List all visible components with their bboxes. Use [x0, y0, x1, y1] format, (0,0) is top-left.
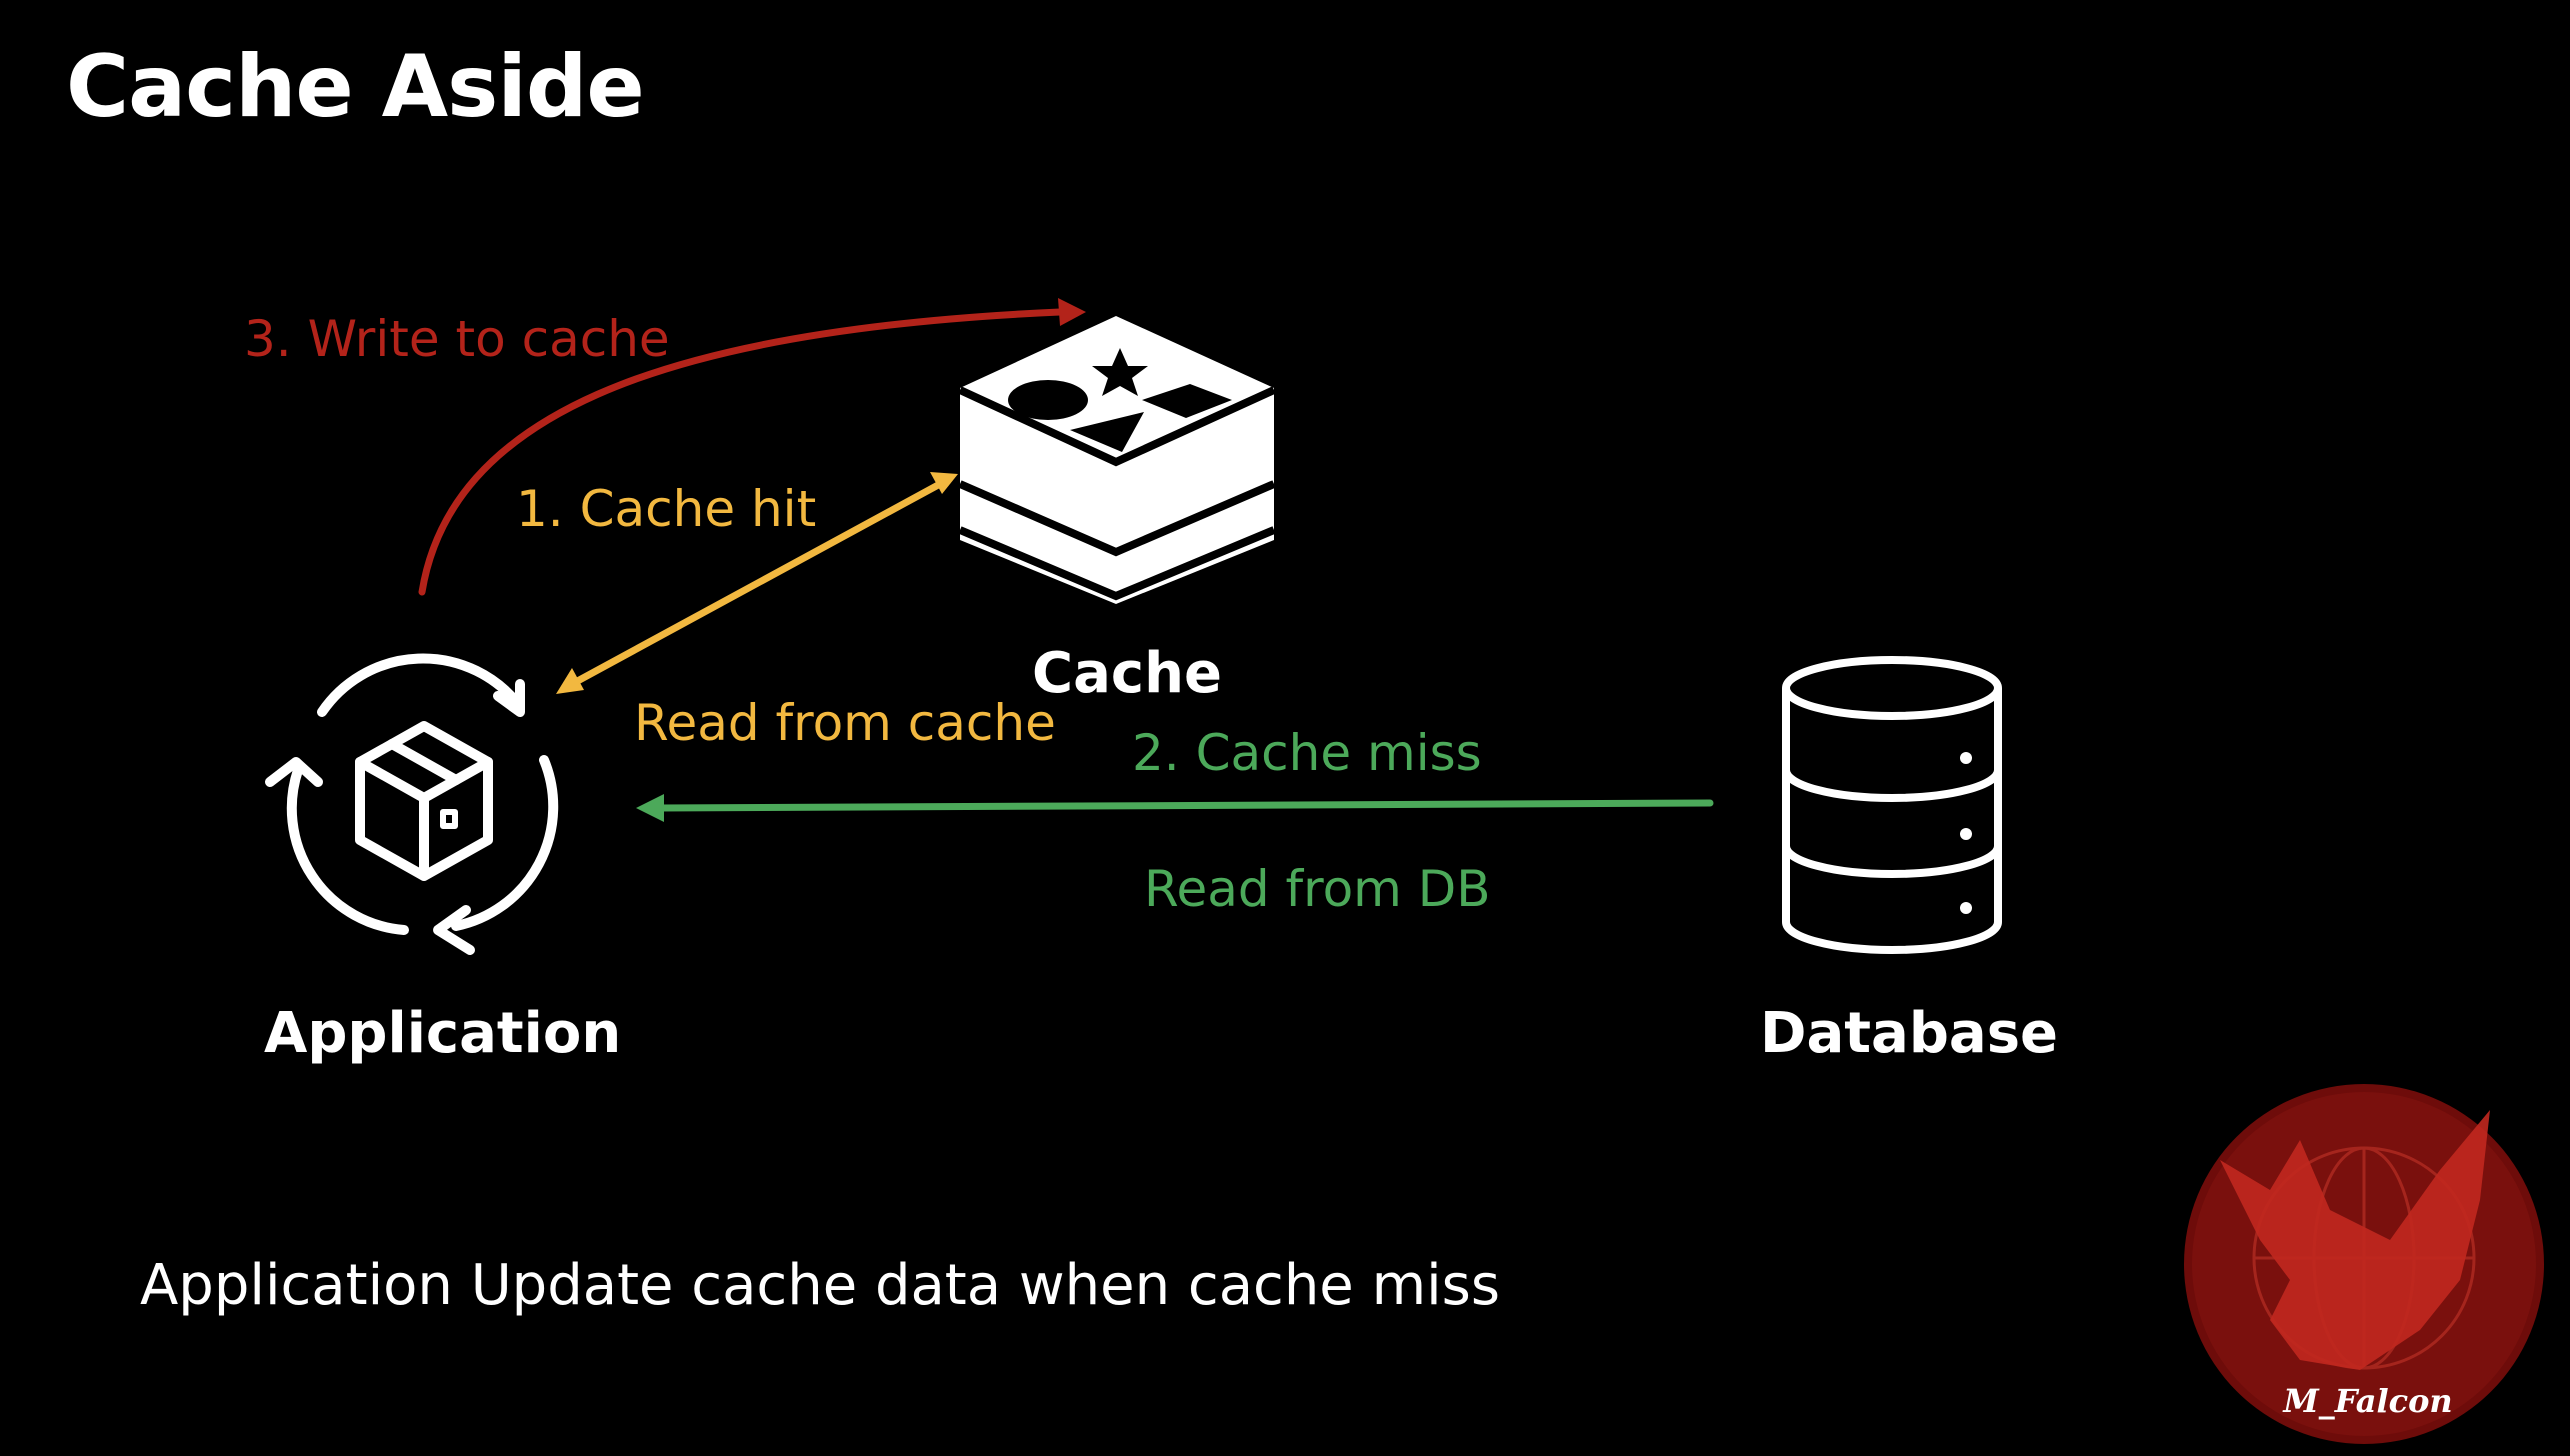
- edge-cache-hit: [556, 472, 958, 694]
- edge-write-to-cache: [418, 298, 1086, 596]
- database-node-label: Database: [1760, 1001, 2059, 1066]
- svg-text:M_Falcon: M_Falcon: [2282, 1382, 2452, 1420]
- cache-hit-label: 1. Cache hit: [516, 480, 817, 538]
- cache-miss-arrow: [656, 799, 1714, 812]
- edge-cache-miss: [636, 794, 1714, 822]
- cache-node-label: Cache: [1032, 641, 1222, 706]
- app-cycle-box-icon: [265, 653, 559, 955]
- write-to-cache-label: 3. Write to cache: [244, 310, 670, 368]
- redis-stack-icon: [958, 316, 1276, 604]
- cache-hit-arrowhead-app: [556, 668, 584, 694]
- cache-miss-arrowhead: [636, 794, 664, 822]
- read-from-cache-label: Read from cache: [634, 694, 1056, 752]
- read-from-db-label: Read from DB: [1144, 860, 1491, 918]
- m-falcon-watermark-logo: M_Falcon: [2184, 1084, 2544, 1444]
- cache-miss-label: 2. Cache miss: [1132, 724, 1482, 782]
- footer-caption: Application Update cache data when cache…: [140, 1253, 1501, 1318]
- cache-hit-arrow: [568, 480, 944, 688]
- cache-hit-arrowhead-cache: [930, 472, 958, 494]
- falcon-shape: [2220, 1110, 2490, 1370]
- write-to-cache-arrowhead: [1058, 298, 1086, 326]
- database-cylinder-icon: [1782, 656, 2002, 954]
- application-node-label: Application: [264, 1001, 622, 1066]
- page-title: Cache Aside: [66, 37, 645, 137]
- write-to-cache-arrow: [418, 308, 1064, 596]
